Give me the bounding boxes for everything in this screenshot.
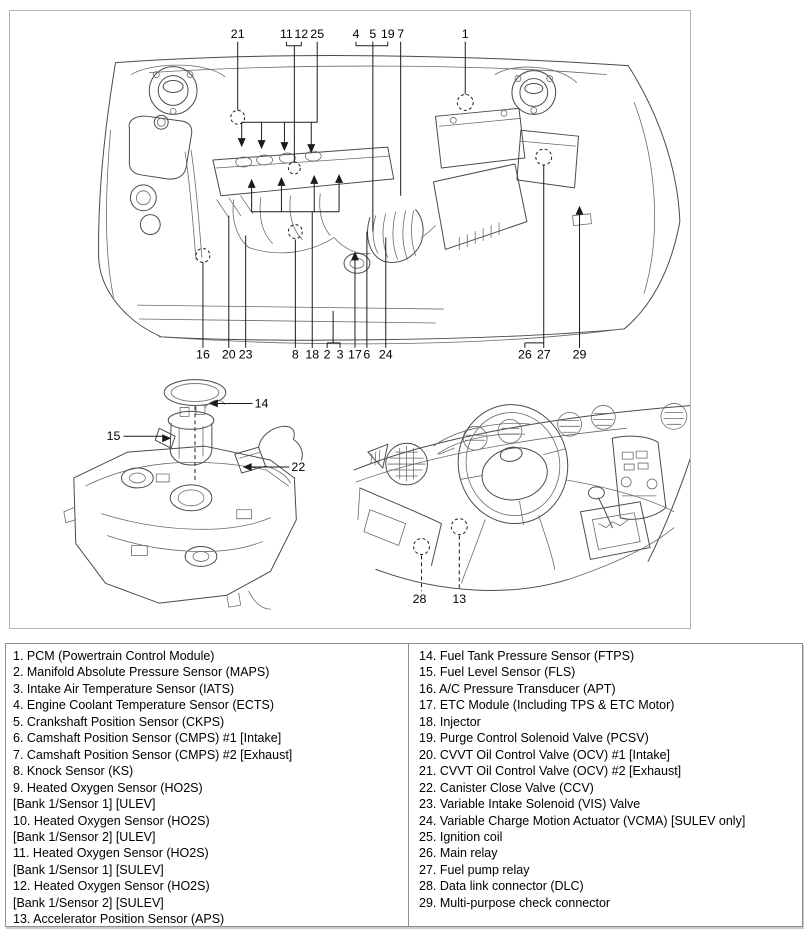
- left-strut-tower: [131, 64, 226, 115]
- legend-right-column: 14. Fuel Tank Pressure Sensor (FTPS) 15.…: [409, 644, 802, 926]
- steering-wheel: [457, 404, 569, 526]
- engine-bay-drawing: [98, 55, 681, 345]
- callout-label: 20: [222, 348, 236, 362]
- fuel-tank-drawing: [63, 379, 303, 610]
- intake-manifold: [232, 193, 371, 255]
- callout-label: 28: [413, 592, 427, 606]
- legend-item: 17. ETC Module (Including TPS & ETC Moto…: [419, 698, 675, 713]
- legend-item: 18. Injector: [419, 714, 481, 729]
- shift-lever: [580, 486, 651, 560]
- callout-label: 22: [291, 460, 305, 474]
- callout-label: 8: [292, 348, 299, 362]
- legend-item: 26. Main relay: [419, 846, 498, 861]
- legend-item: 14. Fuel Tank Pressure Sensor (FTPS): [419, 649, 635, 663]
- legend-item: [Bank 1/Sensor 1] [ULEV]: [13, 797, 156, 812]
- callout-label: 3: [337, 348, 344, 362]
- air-cleaner-box: [432, 163, 528, 250]
- legend-item: 25. Ignition coil: [419, 829, 503, 844]
- callout-label: 15: [107, 429, 121, 443]
- legend-item: 16. A/C Pressure Transducer (APT): [419, 681, 616, 696]
- legend-left-column: 1. PCM (Powertrain Control Module) 2. Ma…: [6, 644, 409, 926]
- callout-label: 1: [462, 27, 469, 41]
- legend-item: 5. Crankshaft Position Sensor (CKPS): [13, 714, 225, 729]
- callout-label: 14: [255, 396, 269, 410]
- legend-item: 15. Fuel Level Sensor (FLS): [419, 665, 576, 680]
- callout-label: 24: [379, 348, 393, 362]
- callout-label: 19: [381, 27, 395, 41]
- callout-label: 11: [280, 27, 293, 41]
- pcm-box: [434, 107, 526, 169]
- legend-item: 21. CVVT Oil Control Valve (OCV) #2 [Exh…: [419, 764, 682, 779]
- callout-label: 23: [239, 348, 253, 362]
- component-location-figure: 21 11 12 25 4 5 19 7 1 16 20 23 8 18 2 3…: [9, 10, 691, 629]
- legend-item: 2. Manifold Absolute Pressure Sensor (MA…: [13, 665, 270, 680]
- legend-item: 23. Variable Intake Solenoid (VIS) Valve: [419, 797, 641, 812]
- throttle-body: [343, 252, 371, 274]
- legend-item: 6. Camshaft Position Sensor (CMPS) #1 [I…: [13, 731, 282, 746]
- callout-label: 21: [231, 27, 245, 41]
- intake-duct: [367, 209, 436, 263]
- legend-item: 10. Heated Oxygen Sensor (HO2S): [13, 813, 210, 828]
- legend-item: 29. Multi-purpose check connector: [419, 895, 611, 910]
- right-strut-tower: [494, 66, 577, 115]
- coolant-reservoir: [128, 114, 193, 236]
- legend-item: 7. Camshaft Position Sensor (CMPS) #2 [E…: [13, 747, 293, 762]
- dashboard-drawing: [353, 403, 690, 591]
- callout-label: 4: [353, 27, 360, 41]
- legend-item: 12. Heated Oxygen Sensor (HO2S): [13, 879, 210, 894]
- driver-vent: [385, 442, 428, 486]
- callout-label: 6: [363, 348, 370, 362]
- legend-item: 28. Data link connector (DLC): [419, 879, 584, 894]
- legend-item: 24. Variable Charge Motion Actuator (VCM…: [419, 813, 746, 828]
- legend-item: 20. CVVT Oil Control Valve (OCV) #1 [Int…: [419, 747, 671, 762]
- legend-item: 9. Heated Oxygen Sensor (HO2S): [13, 780, 203, 795]
- legend-item: 22. Canister Close Valve (CCV): [419, 780, 594, 795]
- engine-callout-labels: 21 11 12 25 4 5 19 7 1 16 20 23 8 18 2 3…: [196, 27, 586, 362]
- callout-label: 17: [348, 348, 362, 362]
- callout-label: 2: [324, 348, 331, 362]
- callout-label: 27: [537, 348, 551, 362]
- fuse-relay-box: [516, 129, 580, 189]
- legend-item: [Bank 1/Sensor 2] [ULEV]: [13, 829, 156, 844]
- legend-item: 4. Engine Coolant Temperature Sensor (EC…: [13, 698, 275, 713]
- callout-label: 13: [452, 592, 466, 606]
- callout-label: 7: [397, 27, 404, 41]
- callout-label: 29: [573, 348, 587, 362]
- fuel-tank-callouts: 14 15 22: [107, 396, 306, 474]
- check-connector-bracket: [572, 213, 592, 227]
- component-legend-table: 1. PCM (Powertrain Control Module) 2. Ma…: [5, 643, 803, 927]
- fuel-tank-body: [63, 445, 297, 610]
- legend-item: [Bank 1/Sensor 1] [SULEV]: [13, 862, 164, 877]
- legend-item: 3. Intake Air Temperature Sensor (IATS): [13, 681, 235, 696]
- callout-label: 18: [305, 348, 319, 362]
- legend-item: 19. Purge Control Solenoid Valve (PCSV): [419, 731, 649, 746]
- legend-item: [Bank 1/Sensor 2] [SULEV]: [13, 895, 164, 910]
- callout-label: 26: [518, 348, 532, 362]
- callout-label: 12: [294, 27, 308, 41]
- legend-item: 8. Knock Sensor (KS): [13, 764, 134, 779]
- legend-item: 11. Heated Oxygen Sensor (HO2S): [13, 846, 209, 861]
- fuel-pump-module: [154, 399, 226, 466]
- diagram-svg: 21 11 12 25 4 5 19 7 1 16 20 23 8 18 2 3…: [63, 27, 690, 610]
- valve-cover: [212, 146, 395, 197]
- legend-item: 1. PCM (Powertrain Control Module): [13, 649, 215, 663]
- center-stack: [611, 435, 667, 520]
- legend-item: 13. Accelerator Position Sensor (APS): [13, 912, 225, 926]
- dashboard-callouts: 28 13: [413, 518, 468, 606]
- legend-item: 27. Fuel pump relay: [419, 862, 530, 877]
- callout-label: 25: [310, 27, 324, 41]
- engine-callout-lines: [195, 41, 584, 348]
- callout-label: 5: [369, 27, 376, 41]
- callout-label: 16: [196, 348, 210, 362]
